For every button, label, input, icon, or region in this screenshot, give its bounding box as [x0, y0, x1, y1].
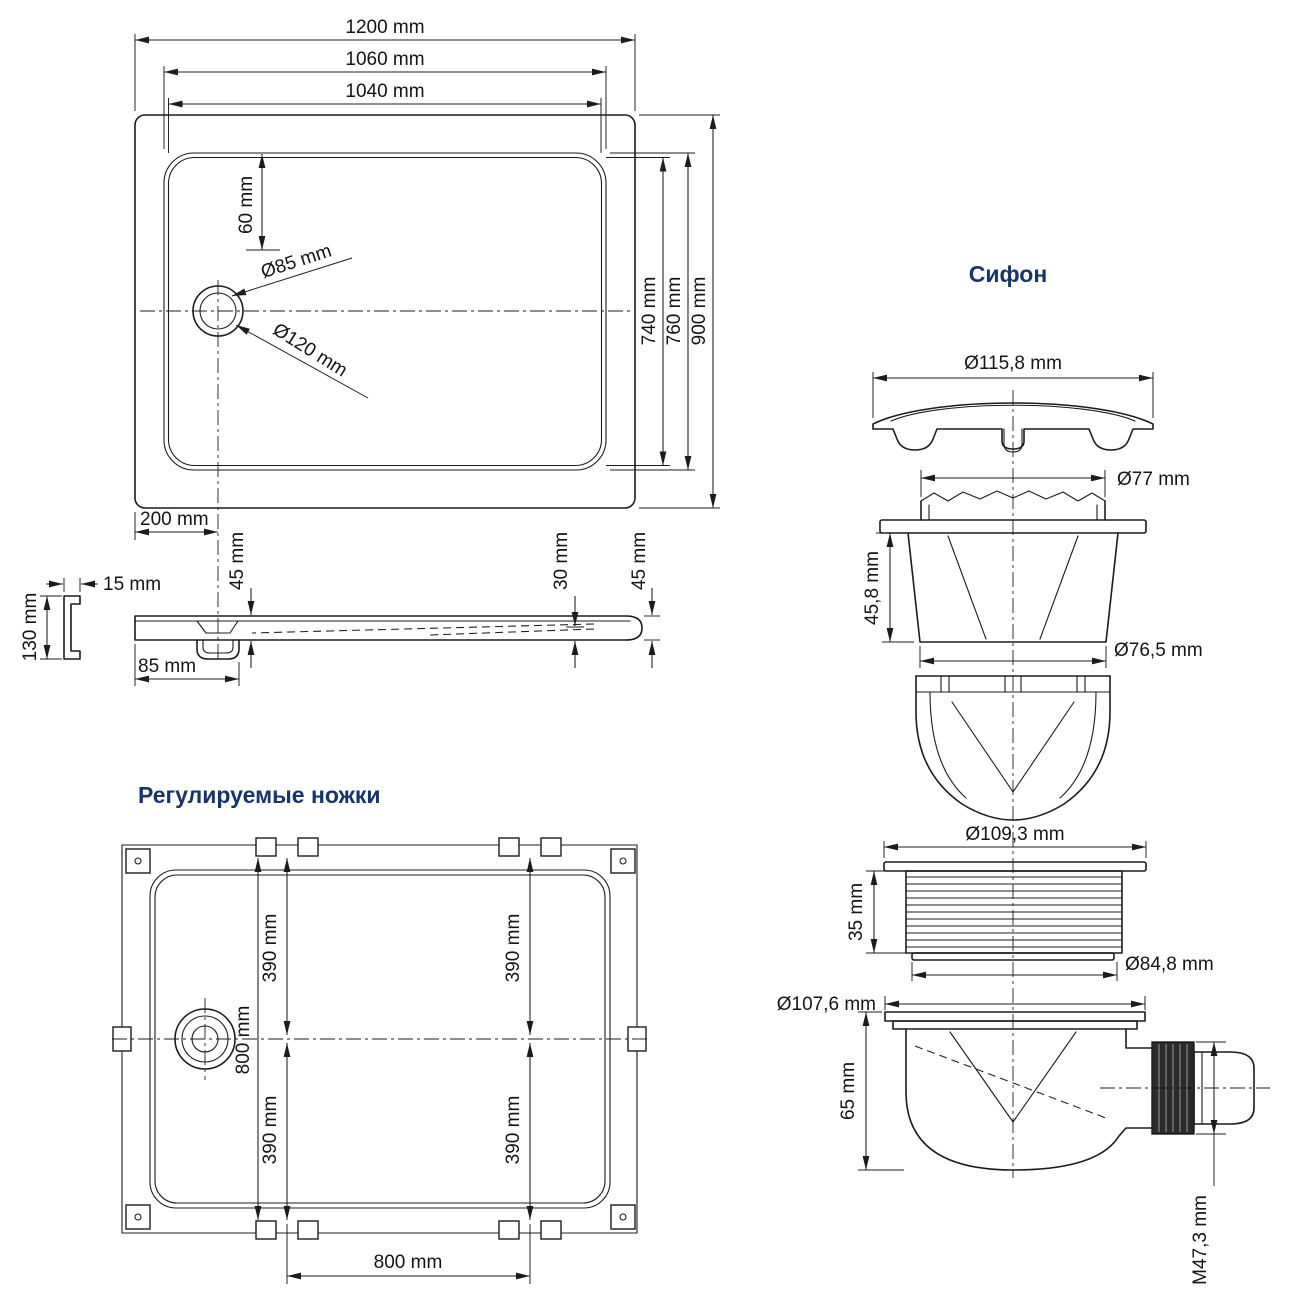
dim-800-v-label: 800 mm — [233, 1006, 254, 1075]
dimension-drain-120: Ø120 mm — [235, 319, 369, 399]
dim-760-label: 760 mm — [664, 277, 685, 346]
dim-d107-6-label: Ø107,6 mm — [777, 994, 876, 1015]
dimension-1200: 1200 mm — [134, 17, 636, 111]
siphon-threaded-ring — [883, 861, 1147, 961]
dim-900-label: 900 mm — [689, 277, 710, 346]
drain-depression — [196, 620, 239, 634]
legs-title: Регулируемые ножки — [138, 782, 381, 808]
dim-85-label: 85 mm — [138, 656, 196, 677]
dimension-45-left: 45 mm — [227, 532, 255, 668]
dimension-funnel-bottom: Ø76,5 mm — [919, 640, 1203, 668]
siphon-view: Сифон Ø115,8 mm — [777, 261, 1270, 1285]
dim-390-br-label: 390 mm — [503, 1096, 524, 1165]
dim-1040-label: 1040 mm — [345, 81, 424, 102]
siphon-funnel — [879, 490, 1147, 643]
legs-bottom-view: Регулируемые ножки — [112, 782, 648, 1284]
dim-1060-label: 1060 mm — [345, 49, 424, 70]
dimension-ring-height: 35 mm — [846, 870, 908, 954]
centerlines-top-view — [140, 280, 630, 662]
centerlines-legs — [112, 998, 648, 1080]
dimension-30: 30 mm — [551, 532, 584, 668]
dimension-740: 740 mm — [606, 157, 670, 466]
dimension-15: 15 mm — [46, 574, 161, 595]
dimension-drain-85: Ø85 mm — [231, 241, 353, 297]
dimension-45-right: 45 mm — [629, 532, 660, 668]
dimension-800-vertical: 800 mm — [233, 858, 262, 1220]
dim-45-left-label: 45 mm — [227, 532, 248, 590]
dim-390-tr-label: 390 mm — [503, 914, 524, 983]
dim-m47-3-label: M47,3 mm — [1190, 1195, 1211, 1285]
tray-side-view: 130 mm 15 mm 45 mm 30 mm 45 mm — [20, 532, 660, 686]
dim-15-label: 15 mm — [103, 574, 161, 595]
dimension-1040: 1040 mm — [168, 81, 602, 153]
dim-30-label: 30 mm — [551, 532, 572, 590]
drain-trap-profile — [196, 639, 240, 660]
tray-top-view: 1200 mm 1060 mm 1040 mm 60 mm Ø85 mm Ø12… — [134, 17, 720, 662]
dimension-ring-bottom: Ø84,8 mm — [911, 954, 1214, 981]
siphon-title: Сифон — [969, 261, 1048, 287]
dimension-85: 85 mm — [134, 644, 240, 686]
dim-d109-3-label: Ø109,3 mm — [965, 824, 1064, 845]
dimension-900: 900 mm — [639, 114, 720, 509]
dim-45-8-label: 45,8 mm — [862, 551, 883, 625]
dimension-1060: 1060 mm — [163, 49, 607, 149]
thread-ridges — [905, 876, 1123, 948]
dimension-body: Ø107,6 mm — [777, 994, 1146, 1015]
dimension-60: 60 mm — [236, 154, 280, 251]
dimension-body-height: 65 mm — [838, 1011, 904, 1171]
dim-1200-label: 1200 mm — [345, 17, 424, 38]
apron-section — [63, 595, 81, 660]
dimension-ring: Ø109,3 mm — [883, 824, 1147, 858]
dim-d76-5-label: Ø76,5 mm — [1114, 640, 1203, 661]
dim-60-label: 60 mm — [236, 176, 257, 234]
dimension-cup: Ø77 mm — [920, 469, 1190, 497]
slope-line-1 — [251, 623, 595, 634]
dim-d115-label: Ø115,8 mm — [964, 353, 1062, 374]
dim-65-label: 65 mm — [838, 1062, 859, 1120]
dimension-cover: Ø115,8 mm — [872, 353, 1154, 418]
dim-200-label: 200 mm — [140, 509, 209, 530]
dim-d85-label: Ø85 mm — [258, 241, 334, 283]
dimension-130: 130 mm — [20, 593, 62, 662]
dimension-390-left: 390 mm 390 mm — [260, 858, 291, 1220]
feet — [112, 837, 647, 1240]
dimension-800-horizontal: 800 mm — [286, 1224, 531, 1284]
legs-rim-inner — [154, 874, 606, 1204]
dim-800-h-label: 800 mm — [374, 1252, 443, 1273]
dim-d77-label: Ø77 mm — [1117, 469, 1190, 490]
siphon-cover — [872, 402, 1154, 453]
dim-45-right-label: 45 mm — [629, 532, 650, 590]
dim-390-bl-label: 390 mm — [260, 1096, 281, 1165]
tray-outer-edge — [134, 114, 636, 509]
tray-profile — [134, 615, 643, 641]
siphon-bowl — [915, 675, 1111, 821]
outlet-cap — [1193, 1051, 1255, 1125]
dim-130-label: 130 mm — [20, 593, 41, 662]
dimension-outlet-thread: M47,3 mm — [1190, 1041, 1226, 1285]
dim-390-tl-label: 390 mm — [260, 914, 281, 983]
tray-rim-outer — [163, 152, 607, 471]
slope-line-2 — [429, 628, 595, 636]
dimension-390-right: 390 mm 390 mm — [503, 858, 534, 1220]
dim-d84-8-label: Ø84,8 mm — [1125, 954, 1214, 975]
dim-740-label: 740 mm — [639, 277, 660, 346]
tray-rim-inner — [167, 156, 603, 467]
dimension-funnel-height: 45,8 mm — [862, 532, 914, 643]
siphon-trap-body — [884, 1011, 1270, 1171]
dimension-200: 200 mm — [134, 509, 218, 540]
dim-35-label: 35 mm — [846, 883, 867, 941]
dimension-760: 760 mm — [610, 152, 695, 471]
